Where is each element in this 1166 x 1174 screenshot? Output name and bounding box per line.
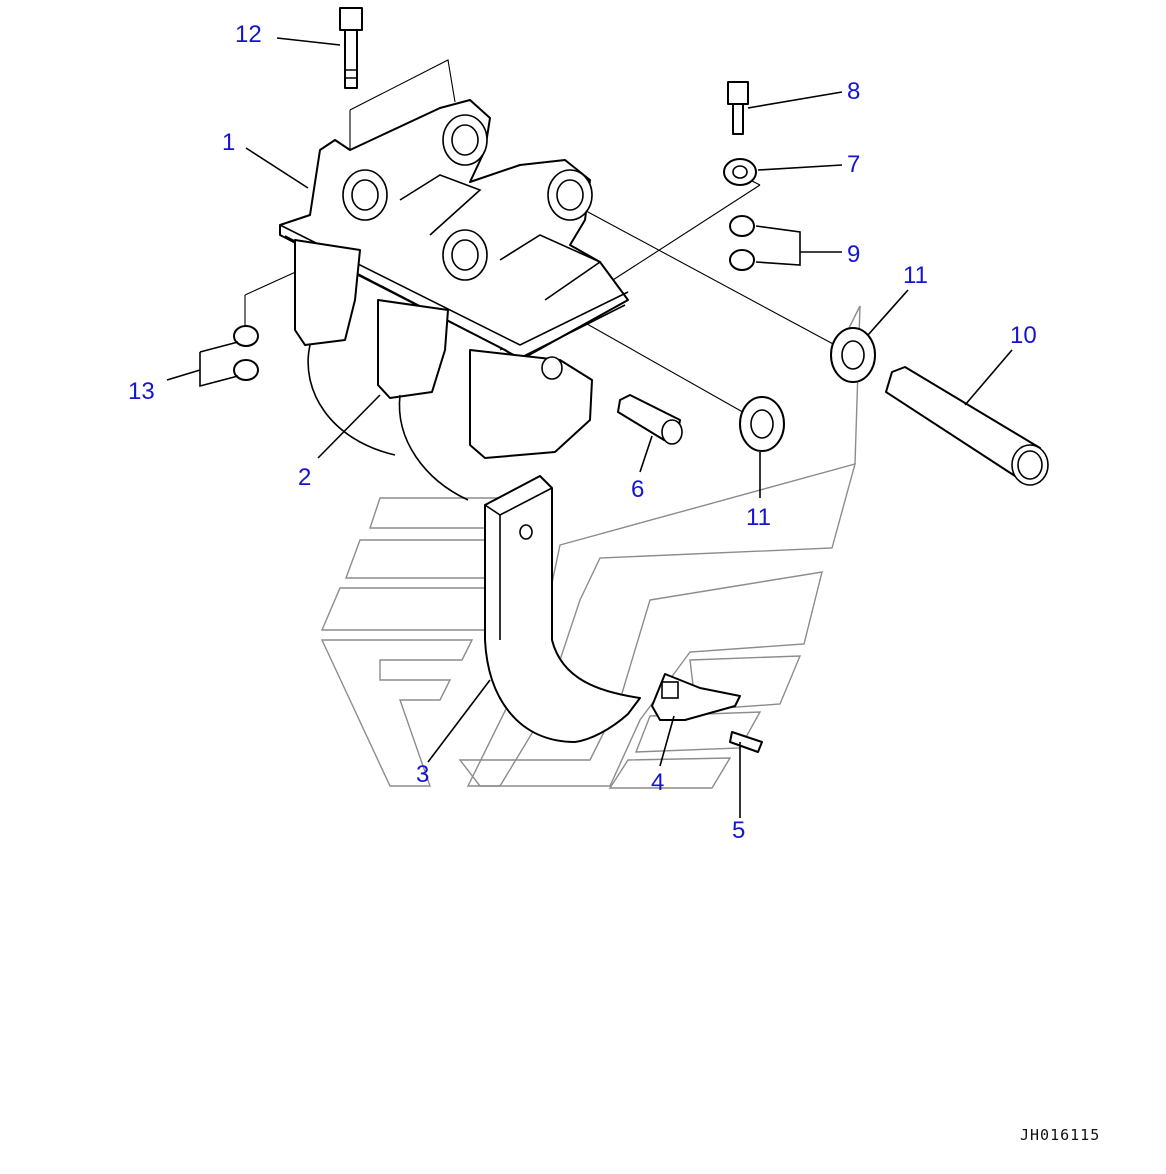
callout-1: 1: [222, 129, 235, 156]
lock-washer-7: [723, 158, 757, 186]
bolt-8: [727, 81, 749, 135]
callout-4: 4: [651, 769, 664, 796]
ripper-shank: [484, 475, 641, 743]
callout-10: 10: [1010, 322, 1037, 349]
callout-9: 9: [847, 241, 860, 268]
callout-13: 13: [128, 378, 155, 405]
tooth-pin: [729, 731, 763, 753]
callout-6: 6: [631, 476, 644, 503]
callout-11-lower: 11: [746, 504, 771, 531]
ripper-tooth: [651, 673, 741, 721]
callout-7: 7: [847, 151, 860, 178]
callout-leaders: [166, 37, 1013, 818]
drawing-code: JH016115: [1020, 1126, 1100, 1144]
nuts-13: [199, 325, 259, 388]
callout-2: 2: [298, 464, 311, 491]
callout-8: 8: [847, 78, 860, 105]
spacer-washers: [739, 327, 876, 452]
nuts-9: [729, 215, 755, 271]
long-pin: [885, 366, 1049, 486]
callout-5: 5: [732, 817, 745, 844]
ripper-frame: [279, 99, 629, 361]
callout-11-upper: 11: [903, 262, 928, 289]
callout-12: 12: [235, 21, 262, 48]
pin-6: [617, 394, 683, 445]
shank-holders: [294, 239, 593, 501]
callout-labels: 1 2 3 4 5 6 7 8 9 10 11 11 12 13: [128, 21, 1037, 844]
callout-3: 3: [416, 761, 429, 788]
bolt-12: [339, 7, 363, 89]
